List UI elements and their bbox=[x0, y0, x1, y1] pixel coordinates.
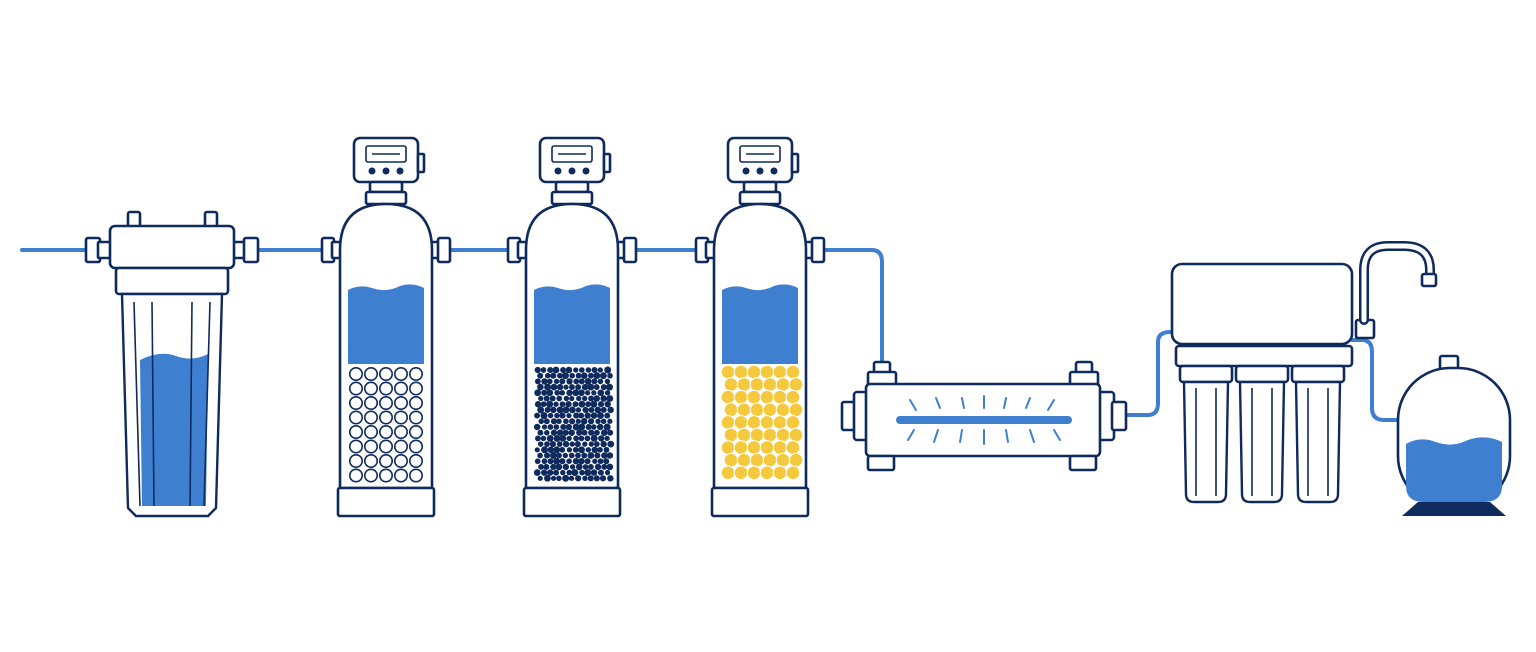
softener-tank-white-beads-media bbox=[348, 366, 423, 483]
softener-tank-white-beads-water bbox=[348, 284, 424, 364]
resin-tank-yellow-media bbox=[694, 136, 826, 518]
carbon-tank-dark-media bbox=[506, 136, 638, 518]
pressure-tank-water bbox=[1406, 437, 1502, 502]
resin-tank-yellow-media-media bbox=[720, 364, 804, 481]
carbon-tank-dark-media-media bbox=[533, 366, 615, 482]
faucet-icon bbox=[1354, 241, 1438, 340]
pipe-ro-to-tank bbox=[1350, 338, 1400, 422]
pipe-uv-to-ro bbox=[1126, 330, 1180, 417]
softener-tank-white-beads bbox=[320, 136, 452, 518]
reverse-osmosis-unit bbox=[1170, 241, 1438, 504]
prefilter-water bbox=[140, 353, 208, 506]
ro-cartridges bbox=[1178, 364, 1346, 504]
pressure-storage-tank bbox=[1396, 354, 1512, 516]
uv-sterilizer bbox=[840, 360, 1128, 472]
ro-cartridge bbox=[1290, 364, 1346, 504]
ro-cartridge bbox=[1178, 364, 1234, 504]
uv-lamp-icon bbox=[896, 416, 1072, 424]
resin-tank-yellow-media-water bbox=[722, 284, 798, 364]
sediment-prefilter-housing bbox=[84, 210, 260, 518]
carbon-tank-dark-media-water bbox=[534, 284, 610, 364]
uv-rays bbox=[907, 395, 1061, 445]
pipe-resin-to-uv bbox=[824, 248, 884, 364]
pipe-network bbox=[20, 248, 1400, 422]
mineral-tank-group bbox=[320, 136, 826, 518]
ro-cartridge bbox=[1234, 364, 1290, 504]
